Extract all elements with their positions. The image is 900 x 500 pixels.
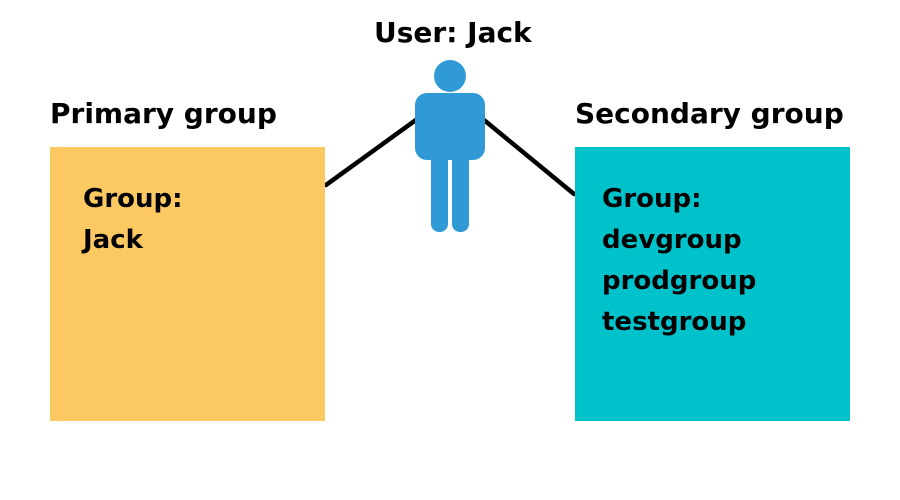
- primary-group-text: Group: Jack: [83, 179, 183, 261]
- primary-group-box: Group: Jack: [50, 147, 325, 421]
- secondary-group-text: Group: devgroup prodgroup testgroup: [602, 179, 756, 343]
- user-title: User: Jack: [374, 16, 532, 49]
- secondary-group-heading: Secondary group: [575, 97, 844, 130]
- primary-group-name: Jack: [83, 225, 143, 255]
- primary-group-heading: Primary group: [50, 97, 277, 130]
- connector-primary: [323, 114, 423, 188]
- connector-secondary: [481, 117, 577, 197]
- primary-group-label: Group:: [83, 184, 183, 214]
- secondary-group-name-prod: prodgroup: [602, 266, 757, 296]
- secondary-group-label: Group:: [602, 184, 702, 214]
- person-icon: [415, 60, 485, 232]
- secondary-group-name-dev: devgroup: [602, 225, 742, 255]
- secondary-group-box: Group: devgroup prodgroup testgroup: [575, 147, 850, 421]
- secondary-group-name-test: testgroup: [602, 307, 747, 337]
